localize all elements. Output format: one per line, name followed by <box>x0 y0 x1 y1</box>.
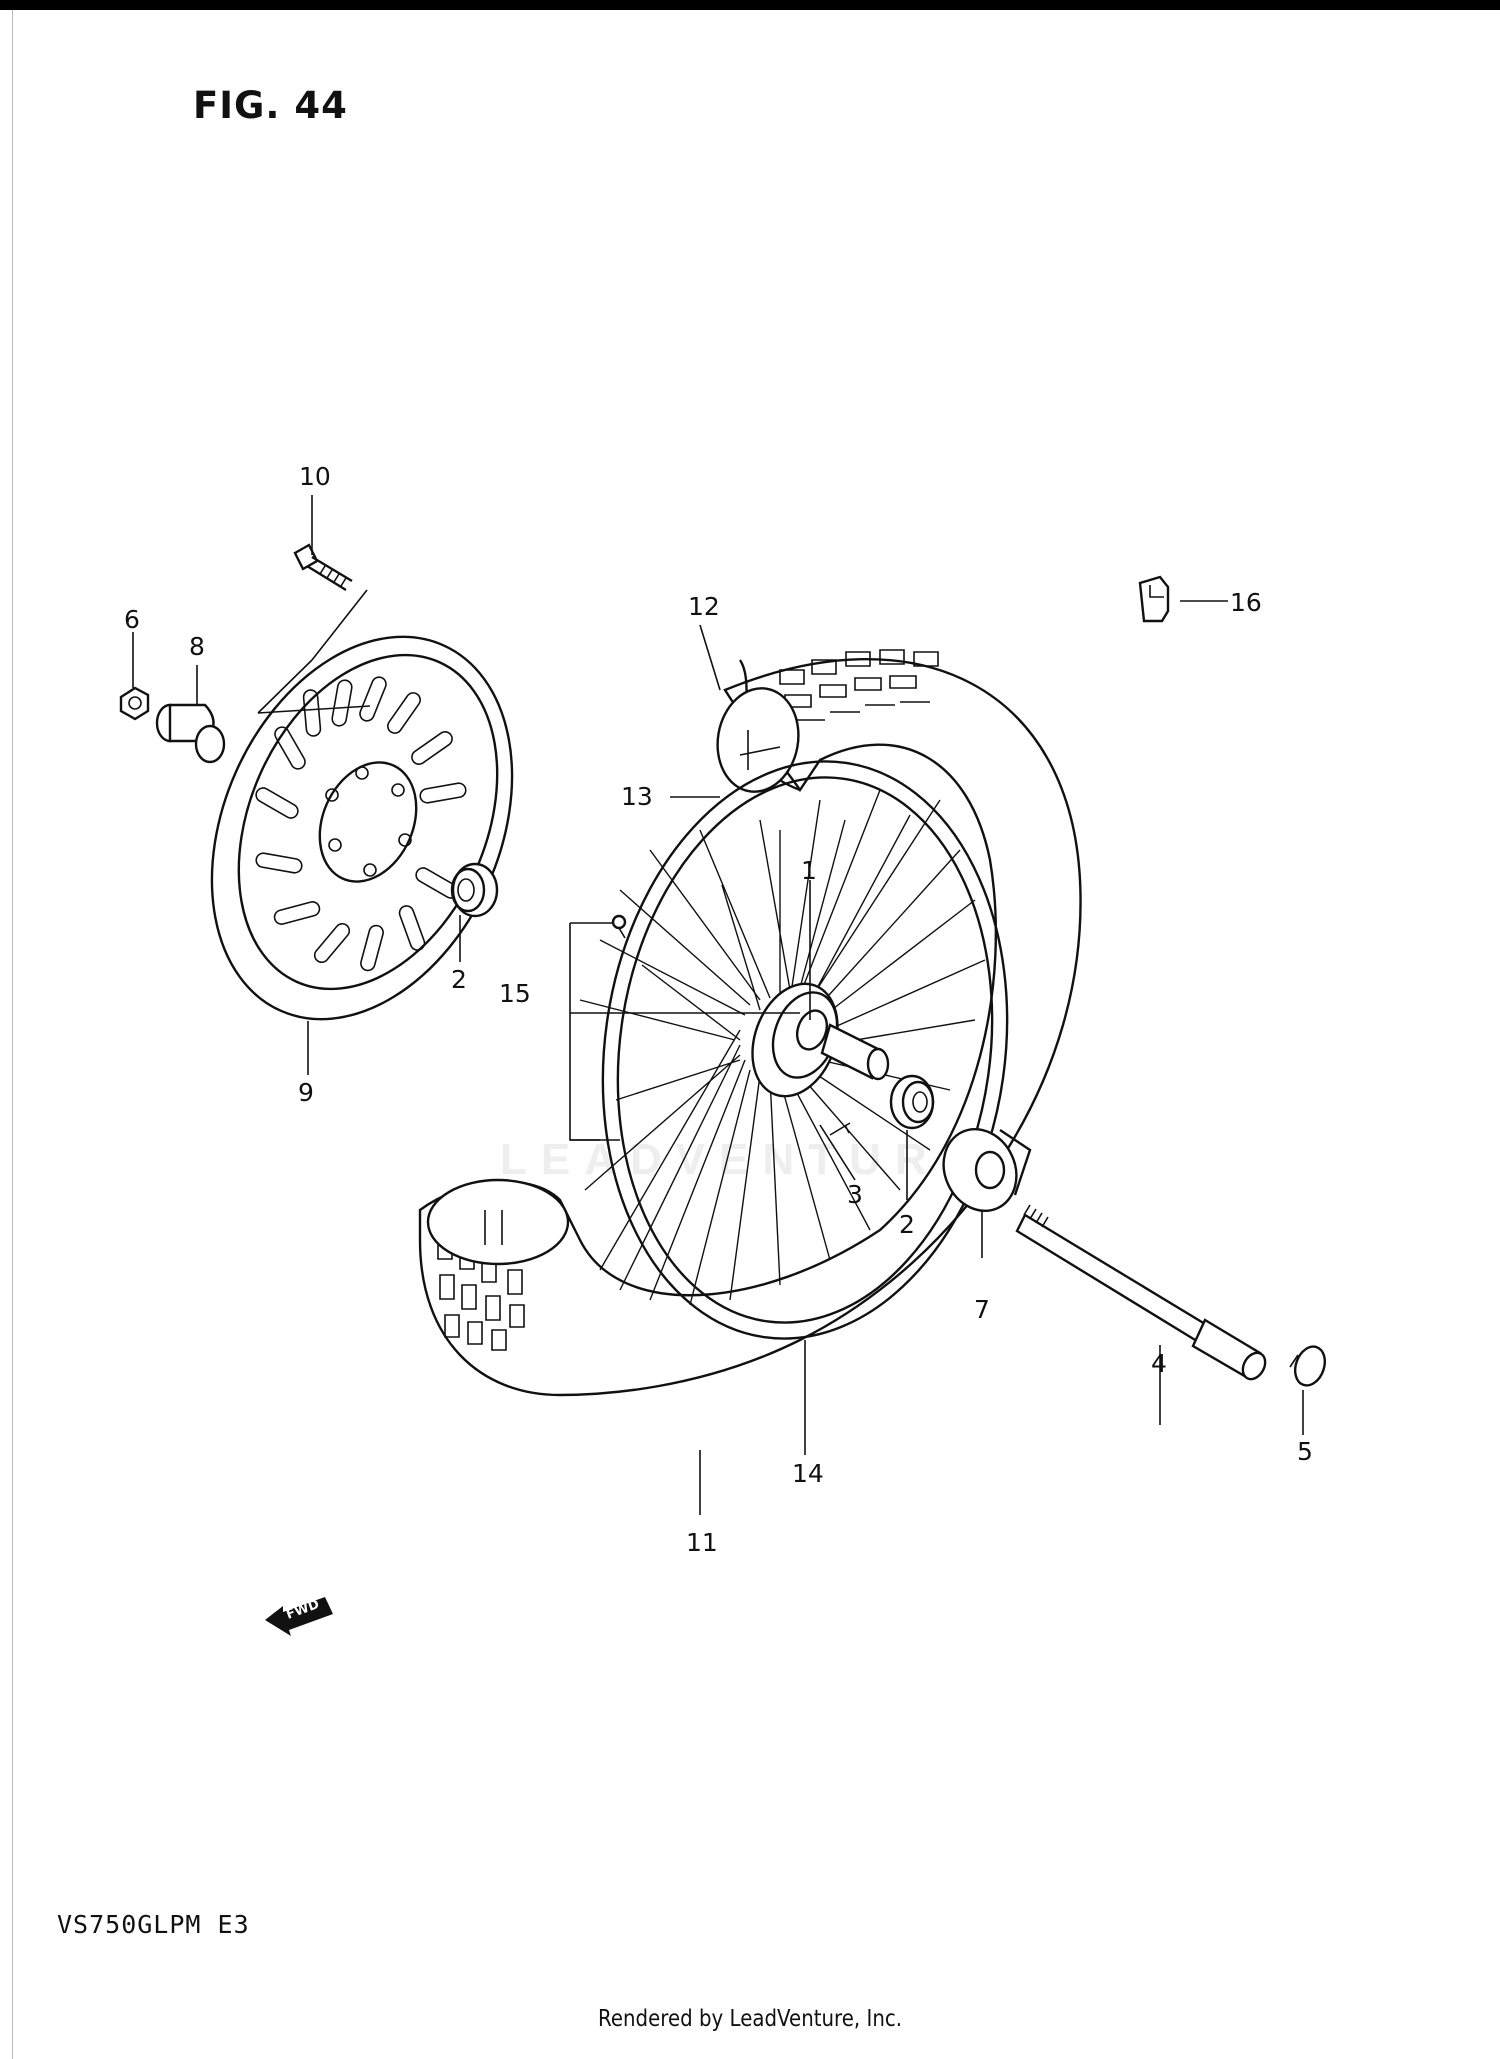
rim <box>601 760 1009 1340</box>
callout-14: 14 <box>792 1459 824 1488</box>
model-code: VS750GLPM E3 <box>57 1910 250 1939</box>
callout-4: 4 <box>1151 1349 1167 1378</box>
callout-10: 10 <box>299 462 331 491</box>
footer-credit: Rendered by LeadVenture, Inc. <box>597 2006 903 2032</box>
spokes <box>579 789 986 1306</box>
leader-lines <box>132 495 1304 1515</box>
callout-2-right: 2 <box>899 1210 915 1239</box>
axle-spacer <box>942 1127 1032 1213</box>
tire <box>418 649 1082 1397</box>
spoke-nipple <box>611 914 627 939</box>
callout-16: 16 <box>1230 588 1262 617</box>
left-border <box>12 10 13 2059</box>
watermark: LEADVENTURE <box>500 1135 985 1184</box>
callout-2-left: 2 <box>451 965 467 994</box>
top-border <box>0 0 1500 10</box>
callout-5: 5 <box>1297 1437 1313 1466</box>
callout-9: 9 <box>298 1078 314 1107</box>
valve-clip <box>1138 575 1170 623</box>
disc-bolt <box>293 543 353 592</box>
callout-6: 6 <box>124 605 140 634</box>
callouts: 10 6 8 2 9 12 13 1 15 3 2 7 4 5 14 11 16 <box>124 462 1313 1557</box>
callout-12: 12 <box>688 592 720 621</box>
callout-1: 1 <box>801 856 817 885</box>
front-axle <box>1015 1204 1267 1381</box>
callout-7: 7 <box>974 1295 990 1324</box>
figure-title: FIG. 44 <box>193 84 348 127</box>
hub-screw <box>829 1122 851 1136</box>
callout-11: 11 <box>686 1528 718 1557</box>
callout-3: 3 <box>847 1180 863 1209</box>
axle-cap <box>1289 1345 1327 1387</box>
wheel-bearing-right <box>889 1074 935 1130</box>
disc-nut <box>119 686 150 721</box>
collar <box>155 703 226 764</box>
wheel-bearing-left <box>450 862 499 918</box>
callout-8: 8 <box>189 632 205 661</box>
callout-15: 15 <box>499 979 531 1008</box>
callout-13: 13 <box>621 782 653 811</box>
wheel-hub <box>751 982 890 1098</box>
fwd-arrow: FWD <box>265 1597 333 1636</box>
